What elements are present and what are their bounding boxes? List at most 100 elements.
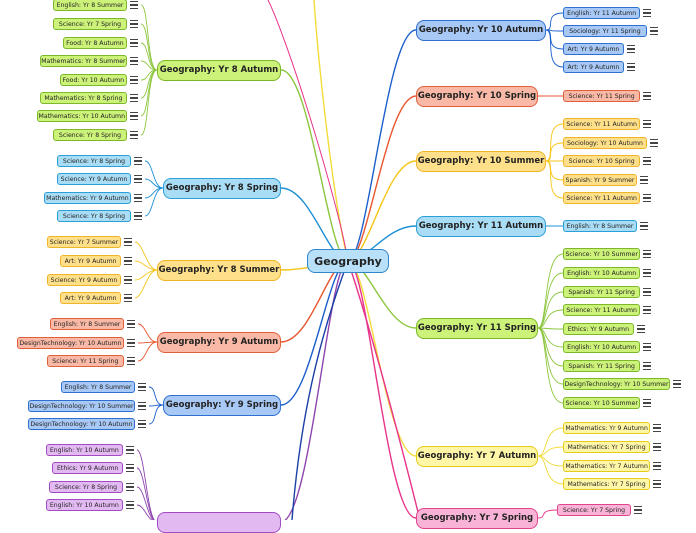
- sub-topic[interactable]: English: Yr 8 Summer: [61, 381, 135, 393]
- notes-icon[interactable]: [643, 399, 652, 407]
- sub-topic[interactable]: English: Yr 11 Autumn: [563, 7, 641, 19]
- sub-topic[interactable]: Art: Yr 9 Autumn: [60, 255, 121, 267]
- branch-topic[interactable]: Geography: Yr 9 Spring: [163, 394, 281, 416]
- notes-icon[interactable]: [643, 306, 652, 314]
- sub-topic[interactable]: Science: Yr 7 Spring: [53, 18, 127, 30]
- notes-icon[interactable]: [124, 276, 132, 284]
- sub-topic[interactable]: Mathematics: Yr 9 Autumn: [563, 422, 651, 434]
- notes-icon[interactable]: [124, 238, 132, 246]
- branch-topic[interactable]: Geography: Yr 9 Autumn: [157, 331, 281, 353]
- notes-icon[interactable]: [640, 176, 648, 184]
- notes-icon[interactable]: [126, 483, 134, 491]
- notes-icon[interactable]: [124, 257, 132, 265]
- sub-topic[interactable]: Spanish: Yr 11 Spring: [563, 286, 641, 298]
- sub-topic[interactable]: Mathematics: Yr 7 Autumn: [563, 460, 651, 472]
- branch-topic[interactable]: Geography: Yr 8 Spring: [163, 177, 281, 199]
- branch-topic[interactable]: Geography: Yr 11 Autumn: [416, 215, 546, 237]
- sub-topic[interactable]: English: Yr 8 Summer: [50, 318, 124, 330]
- sub-topic[interactable]: Science: Yr 11 Autumn: [563, 118, 641, 130]
- sub-topic[interactable]: Science: Yr 8 Spring: [49, 481, 123, 493]
- sub-topic[interactable]: Science: Yr 8 Spring: [57, 155, 131, 167]
- sub-topic[interactable]: Science: Yr 8 Spring: [57, 210, 131, 222]
- sub-topic[interactable]: Spanish: Yr 9 Summer: [563, 174, 637, 186]
- notes-icon[interactable]: [626, 45, 635, 53]
- sub-topic[interactable]: Science: Yr 11 Spring: [563, 90, 641, 102]
- notes-icon[interactable]: [127, 339, 135, 347]
- notes-icon[interactable]: [643, 250, 652, 258]
- sub-topic[interactable]: Science: Yr 9 Autumn: [57, 173, 131, 185]
- notes-icon[interactable]: [138, 402, 146, 410]
- sub-topic[interactable]: Science: Yr 9 Autumn: [47, 274, 121, 286]
- root-topic[interactable]: Geography: [307, 249, 389, 273]
- notes-icon[interactable]: [134, 212, 142, 220]
- notes-icon[interactable]: [130, 20, 138, 28]
- notes-icon[interactable]: [130, 94, 138, 102]
- notes-icon[interactable]: [649, 139, 658, 147]
- sub-topic[interactable]: Food: Yr 8 Autumn: [62, 37, 127, 49]
- sub-topic[interactable]: Ethics: Yr 9 Autumn: [563, 323, 634, 335]
- notes-icon[interactable]: [130, 57, 138, 65]
- sub-topic[interactable]: Science: Yr 11 Autumn: [563, 304, 641, 316]
- notes-icon[interactable]: [126, 446, 134, 454]
- branch-topic[interactable]: Geography: Yr 10 Summer: [416, 150, 546, 172]
- notes-icon[interactable]: [626, 63, 635, 71]
- notes-icon[interactable]: [643, 9, 652, 17]
- notes-icon[interactable]: [640, 222, 648, 230]
- branch-topic[interactable]: [157, 511, 281, 533]
- notes-icon[interactable]: [673, 380, 681, 388]
- notes-icon[interactable]: [653, 480, 662, 488]
- sub-topic[interactable]: Sociology: Yr 11 Spring: [563, 25, 647, 37]
- branch-topic[interactable]: Geography: Yr 8 Autumn: [157, 59, 281, 81]
- notes-icon[interactable]: [130, 1, 138, 9]
- sub-topic[interactable]: Science: Yr 7 Spring: [557, 504, 631, 516]
- notes-icon[interactable]: [138, 420, 146, 428]
- notes-icon[interactable]: [653, 462, 662, 470]
- notes-icon[interactable]: [643, 157, 652, 165]
- sub-topic[interactable]: Art: Yr 9 Autumn: [60, 292, 121, 304]
- sub-topic[interactable]: Science: Yr 8 Spring: [53, 129, 127, 141]
- notes-icon[interactable]: [643, 92, 652, 100]
- branch-topic[interactable]: Geography: Yr 10 Autumn: [416, 19, 546, 41]
- sub-topic[interactable]: English: Yr 10 Autumn: [563, 341, 641, 353]
- notes-icon[interactable]: [643, 120, 652, 128]
- sub-topic[interactable]: Sociology: Yr 10 Autumn: [563, 137, 647, 149]
- sub-topic[interactable]: English: Yr 10 Autumn: [45, 444, 123, 456]
- sub-topic[interactable]: Art: Yr 9 Autumn: [563, 43, 624, 55]
- sub-topic[interactable]: DesignTechnology: Yr 10 Summer: [28, 400, 135, 412]
- notes-icon[interactable]: [134, 194, 142, 202]
- notes-icon[interactable]: [643, 288, 652, 296]
- notes-icon[interactable]: [636, 325, 645, 333]
- notes-icon[interactable]: [643, 362, 652, 370]
- sub-topic[interactable]: English: Yr 10 Autumn: [563, 267, 641, 279]
- sub-topic[interactable]: Science: Yr 11 Autumn: [563, 192, 641, 204]
- notes-icon[interactable]: [126, 464, 134, 472]
- branch-topic[interactable]: Geography: Yr 7 Autumn: [416, 445, 538, 467]
- sub-topic[interactable]: Art: Yr 9 Autumn: [563, 61, 624, 73]
- sub-topic[interactable]: Mathematics: Yr 8 Summer: [39, 55, 127, 67]
- sub-topic[interactable]: English: Yr 10 Autumn: [45, 499, 123, 511]
- notes-icon[interactable]: [130, 76, 138, 84]
- notes-icon[interactable]: [134, 157, 142, 165]
- notes-icon[interactable]: [130, 39, 138, 47]
- notes-icon[interactable]: [138, 383, 146, 391]
- sub-topic[interactable]: Mathematics: Yr 7 Spring: [563, 478, 651, 490]
- branch-topic[interactable]: Geography: Yr 7 Spring: [416, 507, 538, 529]
- branch-topic[interactable]: Geography: Yr 8 Summer: [157, 259, 281, 281]
- branch-topic[interactable]: Geography: Yr 10 Spring: [416, 85, 538, 107]
- sub-topic[interactable]: Spanish: Yr 11 Spring: [563, 360, 641, 372]
- notes-icon[interactable]: [643, 343, 652, 351]
- notes-icon[interactable]: [634, 506, 642, 514]
- sub-topic[interactable]: Mathematics: Yr 10 Autumn: [36, 110, 127, 122]
- sub-topic[interactable]: Ethics: Yr 9 Autumn: [52, 462, 123, 474]
- sub-topic[interactable]: English: Yr 8 Summer: [53, 0, 127, 11]
- notes-icon[interactable]: [653, 424, 662, 432]
- sub-topic[interactable]: DesignTechnology: Yr 10 Summer: [563, 378, 670, 390]
- notes-icon[interactable]: [126, 501, 134, 509]
- notes-icon[interactable]: [653, 443, 662, 451]
- sub-topic[interactable]: Science: Yr 7 Summer: [47, 236, 121, 248]
- notes-icon[interactable]: [124, 294, 132, 302]
- notes-icon[interactable]: [643, 194, 652, 202]
- sub-topic[interactable]: Mathematics: Yr 9 Autumn: [43, 192, 131, 204]
- sub-topic[interactable]: English: Yr 8 Summer: [563, 220, 637, 232]
- notes-icon[interactable]: [130, 131, 138, 139]
